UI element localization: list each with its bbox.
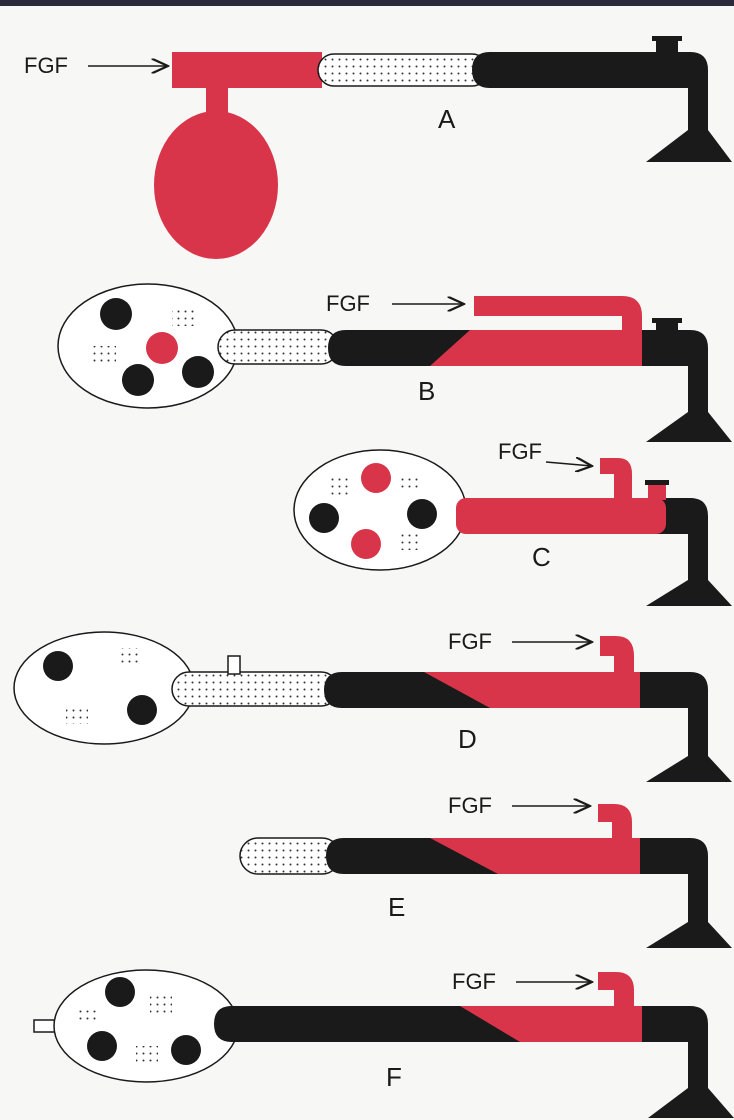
top-border [0,0,734,6]
label-f: F [386,1062,402,1092]
fgf-arrow-c [545,462,592,466]
fresh-gas-tube-d [600,636,634,708]
fresh-gas-segment-a [172,52,322,88]
face-mask-c [646,580,732,606]
fgf-label-e: FGF [448,793,492,818]
head-f [53,969,239,1083]
label-a: A [438,104,456,134]
fgf-label-a: FGF [24,53,68,78]
bag-neck-a [206,80,228,118]
face-mask-f [648,1088,734,1118]
face-mask-b [646,412,732,442]
fresh-gas-tube-b [474,296,642,366]
system-f: FGF F [33,969,734,1118]
fgf-label-d: FGF [448,629,492,654]
fgf-label-f: FGF [452,969,496,994]
system-c: FGF C [293,439,732,606]
label-d: D [458,724,477,754]
system-a: FGF A [24,36,732,259]
fresh-gas-segment-c [456,498,666,534]
reservoir-bag-a [154,111,278,259]
expiratory-valve-a [656,40,678,56]
fresh-gas-tube-e [598,804,632,874]
mixed-gas-segment-e [239,837,341,875]
label-e: E [388,892,405,922]
mixed-gas-segment-d [171,671,339,707]
face-mask-e [646,922,732,948]
exhaled-gas-segment-a [472,52,708,150]
face-mask-a [646,130,732,162]
system-b: FGF B [57,283,732,442]
face-mask-d [646,756,732,782]
fgf-label-c: FGF [498,439,542,464]
label-b: B [418,376,435,406]
fresh-gas-tube-f [598,972,634,1042]
system-d: FGF D [13,629,732,782]
fgf-label-b: FGF [326,291,370,316]
system-e: FGF E [239,793,732,948]
head-d [13,631,195,745]
mixed-gas-segment-a [317,53,489,87]
mixed-gas-segment-b [217,329,339,365]
label-c: C [532,542,551,572]
